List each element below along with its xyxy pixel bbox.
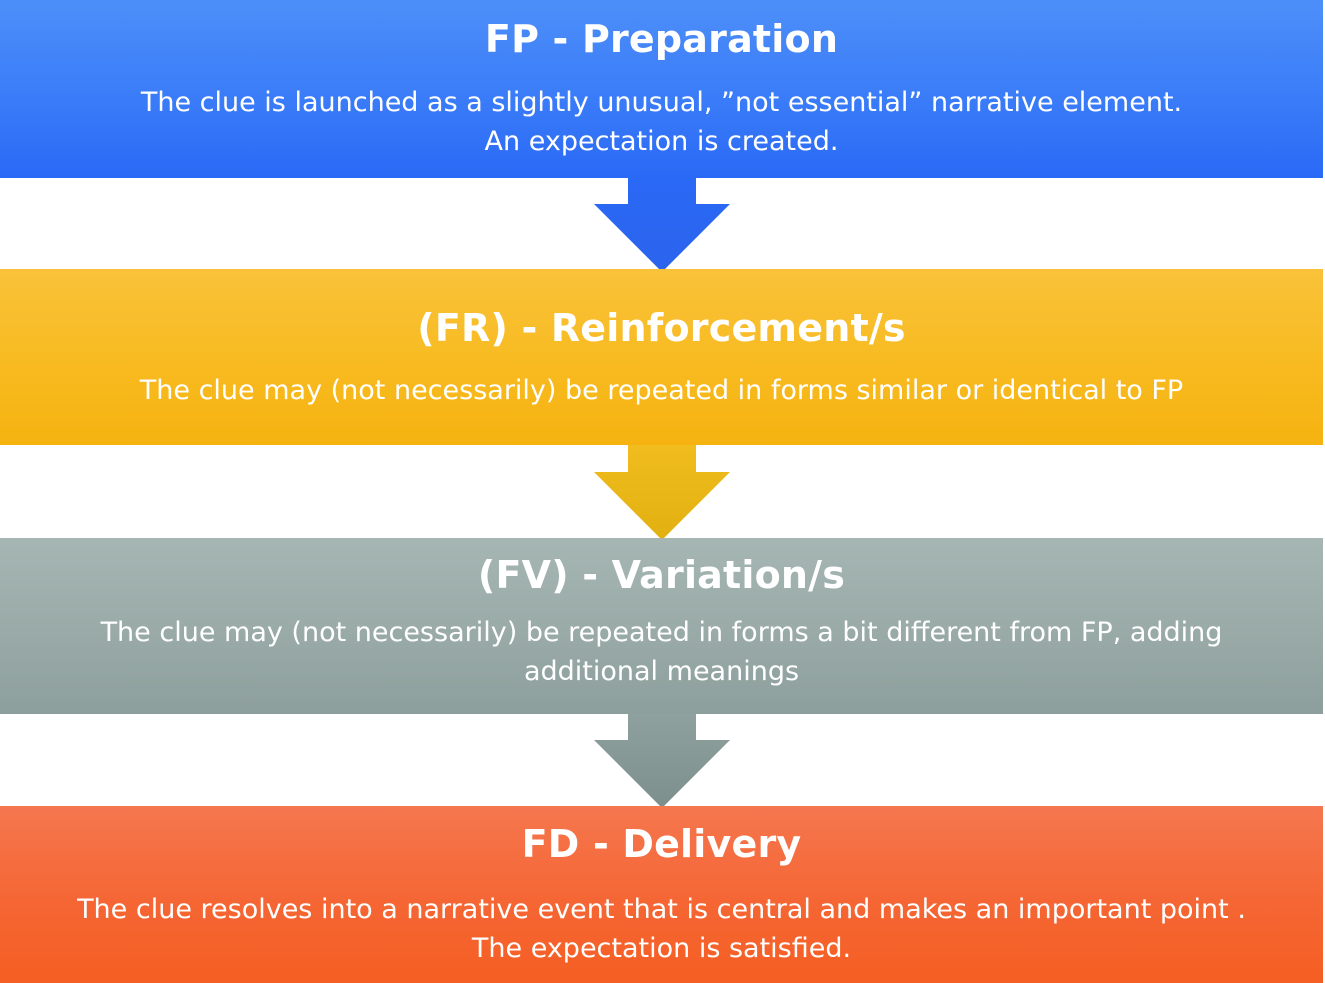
description-line: The clue resolves into a narrative event…: [77, 894, 1246, 925]
stage-title: (FV) - Variation/s: [477, 553, 846, 597]
description-line: The clue may (not necessarily) be repeat…: [100, 617, 1223, 648]
stage-variation: (FV) - Variation/s The clue may (not nec…: [0, 538, 1323, 714]
description-line: The clue is launched as a slightly unusu…: [140, 87, 1183, 118]
stage-reinforcement: (FR) - Reinforcement/s The clue may (not…: [0, 269, 1323, 445]
stage-description: The clue resolves into a narrative event…: [77, 890, 1246, 968]
arrow-down-icon: [594, 714, 730, 808]
stage-title: FD - Delivery: [521, 822, 802, 866]
description-line: An expectation is created.: [484, 126, 839, 157]
arrow-down-icon: [594, 445, 730, 540]
stage-description: The clue may (not necessarily) be repeat…: [101, 613, 1223, 691]
arrow-down-icon: [594, 178, 730, 272]
description-line: The clue may (not necessarily) be repeat…: [139, 375, 1184, 406]
stage-description: The clue is launched as a slightly unusu…: [141, 83, 1182, 161]
stage-delivery: FD - Delivery The clue resolves into a n…: [0, 806, 1323, 983]
description-line: The expectation is satisfied.: [471, 933, 852, 964]
stage-title: (FR) - Reinforcement/s: [417, 306, 906, 350]
stage-title: FP - Preparation: [484, 17, 839, 61]
description-line: additional meanings: [523, 656, 800, 687]
stage-description: The clue may (not necessarily) be repeat…: [140, 371, 1183, 410]
stage-preparation: FP - Preparation The clue is launched as…: [0, 0, 1323, 178]
